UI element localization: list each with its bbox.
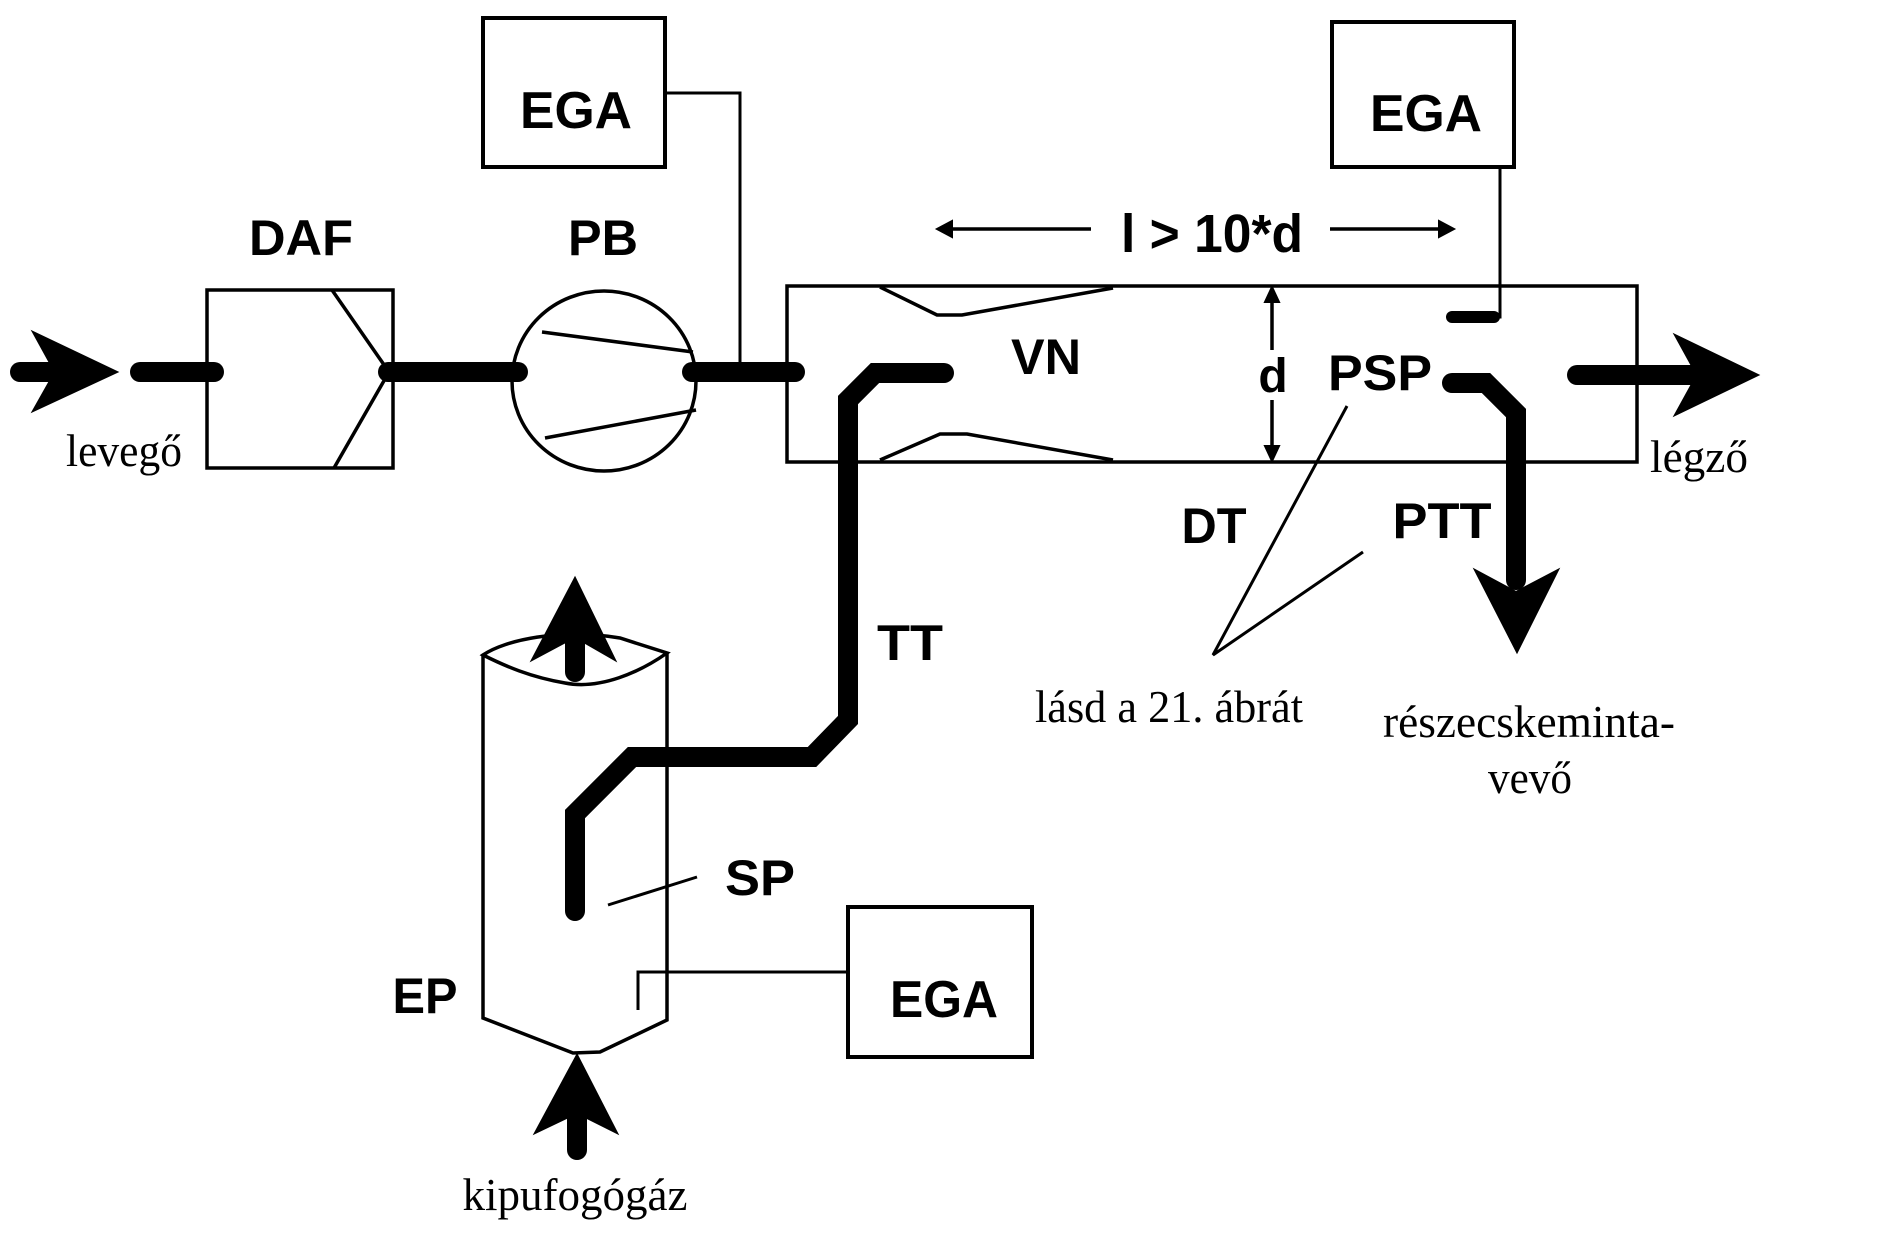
ptt-label: PTT <box>1393 493 1492 549</box>
exhaust-in-arrow <box>532 1052 620 1160</box>
psp-label: PSP <box>1328 345 1432 401</box>
venturi-top-contour <box>879 285 1114 317</box>
particle-sampler-label-line2: vevő <box>1488 752 1572 803</box>
ega-analyzer-bottom: EGA <box>846 905 1034 1059</box>
transfer-tube-label: TT <box>877 615 943 671</box>
exhaust-pipe-top-ellipse <box>479 632 671 687</box>
ega-analyzer-top-right: EGA <box>1330 20 1516 169</box>
pb-label: PB <box>568 210 638 266</box>
ega-top-left-connector <box>665 91 742 370</box>
diameter-label: d <box>1258 350 1287 403</box>
ega-bottom-connector <box>636 970 848 1010</box>
sampling-probe-leader <box>607 875 698 907</box>
sampling-probe-label: SP <box>725 850 795 906</box>
vent-label: légző <box>1650 431 1748 482</box>
particle-transfer-tube <box>1442 373 1526 590</box>
ptt-down-arrow-head <box>1472 567 1561 655</box>
exhaust-gas-label: kipufogógáz <box>463 1169 688 1220</box>
exhaust-pipe <box>479 632 671 1055</box>
venturi-bottom-contour <box>879 432 1114 462</box>
particle-sampler-label-line1: részecskeminta- <box>1383 696 1675 747</box>
length-dimension <box>934 219 1457 239</box>
see-figure-note: lásd a 21. ábrát <box>1035 681 1303 732</box>
leader-lines-see-figure <box>1211 405 1364 657</box>
daf-label: DAF <box>249 210 353 266</box>
venturi-label: VN <box>1011 329 1081 385</box>
dilution-tunnel-label: DT <box>1182 498 1247 554</box>
inlet-air-arrow <box>10 329 120 414</box>
ega-analyzer-top-left: EGA <box>481 16 667 169</box>
exhaust-out-arrow <box>529 575 618 682</box>
ega-top-left-label: EGA <box>520 82 632 140</box>
dilution-air-filter <box>205 288 395 470</box>
ega-bottom-label: EGA <box>890 971 998 1029</box>
ega-top-right-connector <box>1490 167 1502 319</box>
ega-top-right-label: EGA <box>1370 85 1482 143</box>
vent-arrow <box>1567 332 1761 418</box>
transfer-tube <box>565 363 954 921</box>
exhaust-pipe-label: EP <box>393 968 458 1024</box>
length-rule-label: l > 10*d <box>1121 204 1303 264</box>
inlet-air-label: levegő <box>66 425 182 476</box>
pump-blower <box>510 289 698 473</box>
diameter-dimension <box>1263 284 1281 464</box>
